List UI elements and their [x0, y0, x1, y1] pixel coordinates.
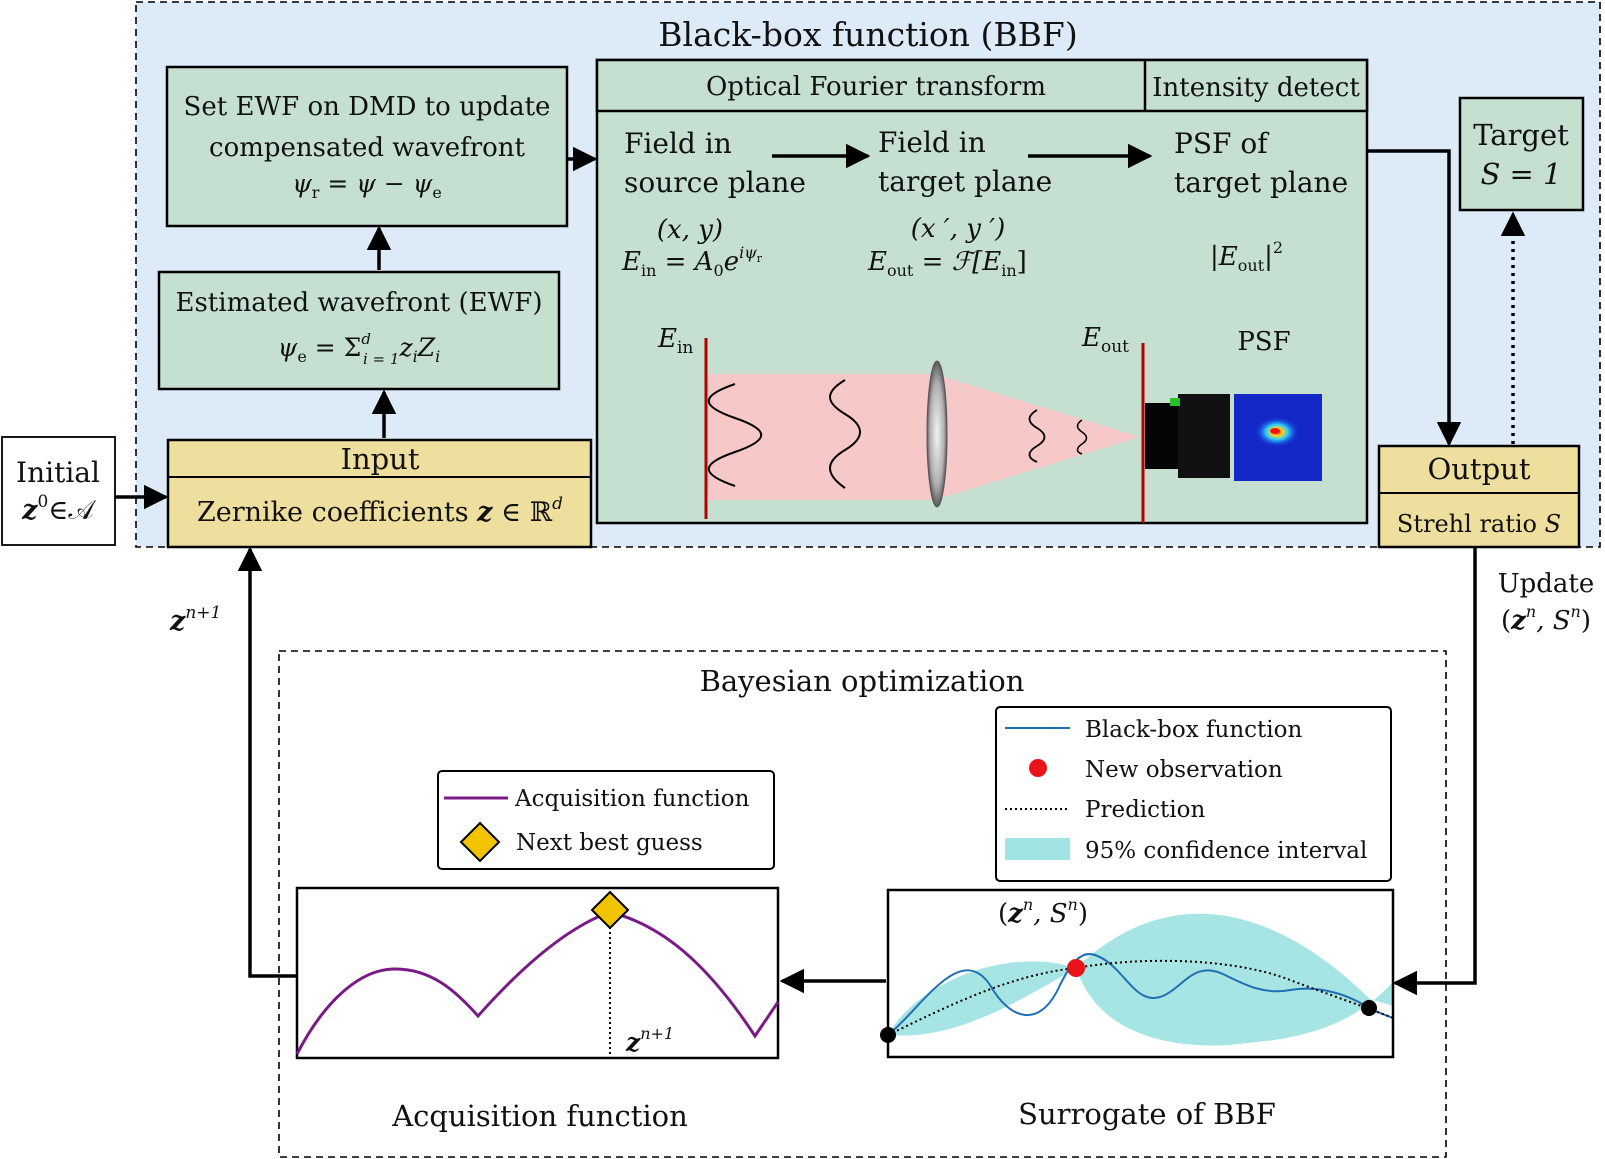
lens-icon — [926, 360, 948, 508]
bayesian-title: Bayesian optimization — [700, 664, 1025, 698]
legend-confidence-interval: 95% confidence interval — [1085, 838, 1367, 864]
wavefront-4 — [1076, 419, 1088, 455]
output-description: Strehl ratio S — [1397, 510, 1561, 538]
estimated-wavefront-title: Estimated wavefront (EWF) — [175, 288, 542, 318]
target-box: Target S = 1 — [1458, 96, 1585, 212]
set-ewf-box: Set EWF on DMD to update compensated wav… — [165, 65, 569, 228]
col2-coord: (x ′, y ′) — [911, 214, 1006, 244]
camera-icon — [1145, 394, 1230, 478]
surrogate-plot: (zn, Sn) — [880, 888, 1395, 1059]
set-ewf-line2: compensated wavefront — [209, 133, 526, 163]
output-box: Output Strehl ratio S — [1377, 444, 1581, 549]
col2-equation: Eout = ℱ[Ein] — [867, 247, 1027, 280]
legend-prediction: Prediction — [1085, 797, 1205, 823]
legend-new-observation: New observation — [1085, 757, 1283, 783]
arrow-output-to-surrogate — [1392, 547, 1477, 996]
header-optical-fourier-transform: Optical Fourier transform — [706, 72, 1046, 102]
label-e-in: Ein — [657, 324, 693, 358]
acquisition-curve — [295, 910, 780, 1055]
optical-schematic: Ein Eout PSF — [657, 323, 1322, 523]
initial-line1: Initial — [16, 456, 100, 489]
set-ewf-equation: ψr = ψ − ψe — [292, 169, 442, 202]
next-guess-label: zn+1 — [625, 1024, 674, 1057]
set-ewf-line1: Set EWF on DMD to update — [184, 92, 551, 122]
label-psf: PSF — [1237, 327, 1290, 357]
initial-box: Initial z0∈𝒜 — [1, 436, 116, 546]
col1-line2: source plane — [624, 166, 806, 199]
connectors — [115, 146, 1526, 996]
wavefront-1 — [707, 383, 763, 487]
col1-coord: (x, y) — [657, 215, 723, 245]
target-line2: S = 1 — [1480, 157, 1561, 191]
optics-panel: Optical Fourier transform Intensity dete… — [595, 58, 1369, 525]
initial-line2: z0∈𝒜 — [21, 492, 96, 526]
surrogate-legend: Black-box function New observation Predi… — [995, 706, 1392, 882]
target-line1: Target — [1473, 118, 1569, 152]
output-title: Output — [1427, 452, 1530, 486]
bayesian-region: Bayesian optimization — [278, 650, 1447, 1158]
prediction-curve — [887, 959, 1394, 1036]
new-observation-point — [1067, 959, 1085, 977]
wavefront-3 — [1028, 409, 1046, 463]
col1-equation: Ein = A0eiψr — [621, 243, 763, 280]
update-label-pair: (zn, Sn) — [1501, 602, 1591, 636]
surrogate-caption: Surrogate of BBF — [1018, 1097, 1276, 1131]
col3-line1: PSF of — [1174, 127, 1270, 160]
confidence-band — [888, 913, 1393, 1046]
wavefront-2 — [829, 379, 861, 489]
observed-point — [1361, 1000, 1377, 1016]
legend-next-best-guess: Next best guess — [516, 830, 703, 856]
col3-line2: target plane — [1174, 166, 1348, 199]
arrow-acquisition-to-input — [237, 546, 297, 978]
psf-image — [1234, 394, 1322, 481]
legend-next-guess-marker — [459, 821, 501, 863]
legend-black-box-function: Black-box function — [1085, 717, 1302, 743]
bbf-title: Black-box function (BBF) — [658, 15, 1077, 54]
feedback-label: zn+1 — [169, 603, 221, 637]
update-label: Update — [1498, 569, 1595, 599]
col1-line1: Field in — [624, 127, 732, 160]
input-description: Zernike coefficients z ∈ ℝd — [197, 494, 563, 528]
col2-line2: target plane — [878, 165, 1052, 198]
acquisition-legend: Acquisition function Next best guess — [437, 770, 775, 870]
black-box-function-curve — [887, 953, 1394, 1036]
header-intensity-detect: Intensity detect — [1152, 73, 1360, 103]
input-box: Input Zernike coefficients z ∈ ℝd — [166, 438, 593, 549]
input-title: Input — [340, 442, 419, 476]
arrow-optics-to-output — [1367, 149, 1462, 447]
col3-equation: |Eout|2 — [1210, 238, 1283, 275]
col2-line1: Field in — [878, 126, 986, 159]
label-e-out: Eout — [1081, 323, 1129, 357]
beam — [706, 374, 1140, 500]
observation-label: (zn, Sn) — [998, 895, 1088, 929]
acquisition-caption: Acquisition function — [391, 1099, 688, 1133]
acquisition-plot: zn+1 — [295, 886, 780, 1060]
legend-observation-marker — [1029, 759, 1047, 777]
legend-acquisition-function: Acquisition function — [514, 786, 750, 812]
next-best-guess-marker — [590, 890, 630, 930]
